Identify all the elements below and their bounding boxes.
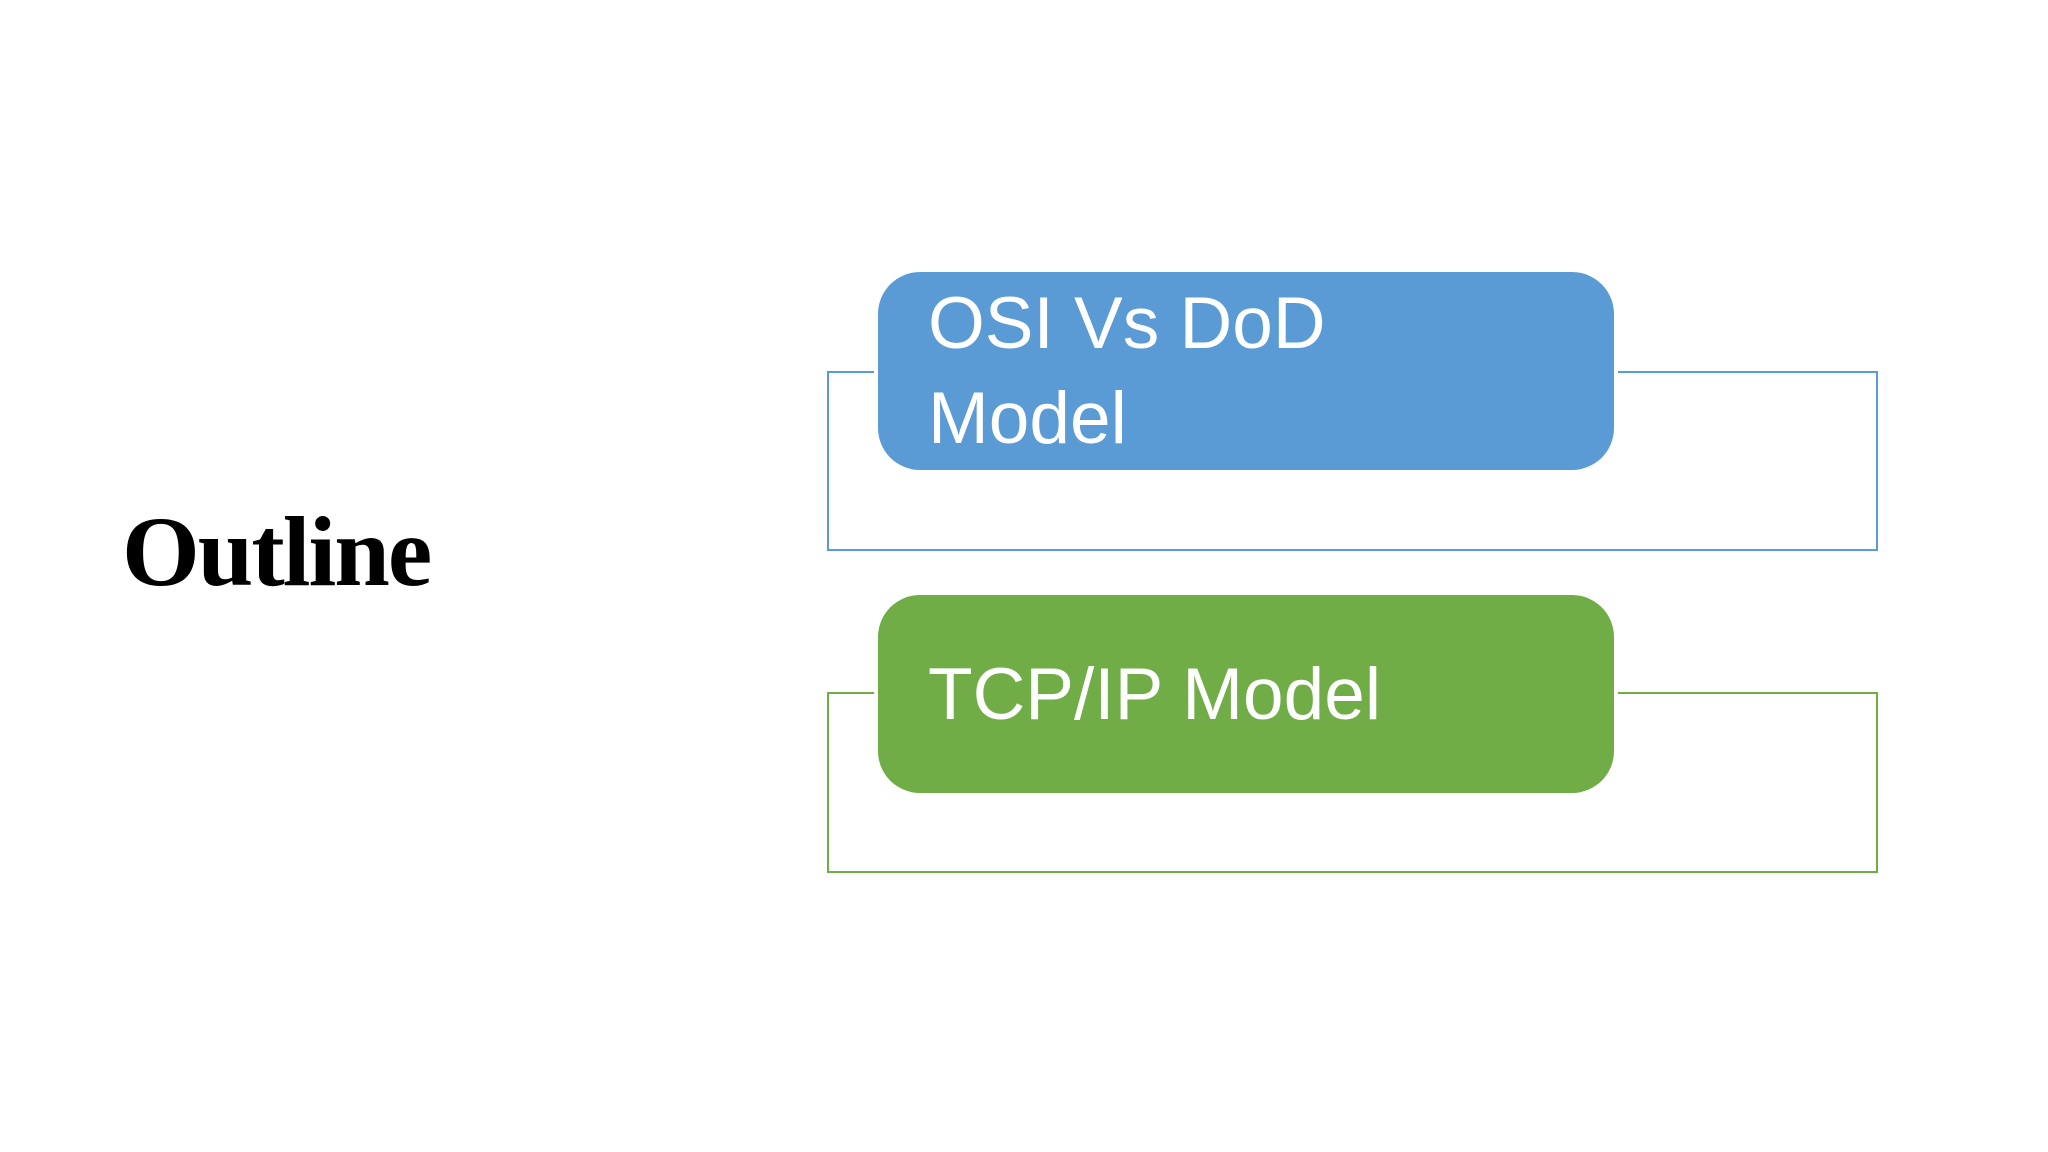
tcpip-shape: TCP/IP Model <box>878 595 1614 793</box>
tcpip-label: TCP/IP Model <box>928 653 1382 735</box>
slide-title: Outline <box>122 496 432 607</box>
osi-dod-shape: OSI Vs DoD Model <box>878 272 1614 470</box>
osi-dod-label: OSI Vs DoD Model <box>928 283 1326 459</box>
